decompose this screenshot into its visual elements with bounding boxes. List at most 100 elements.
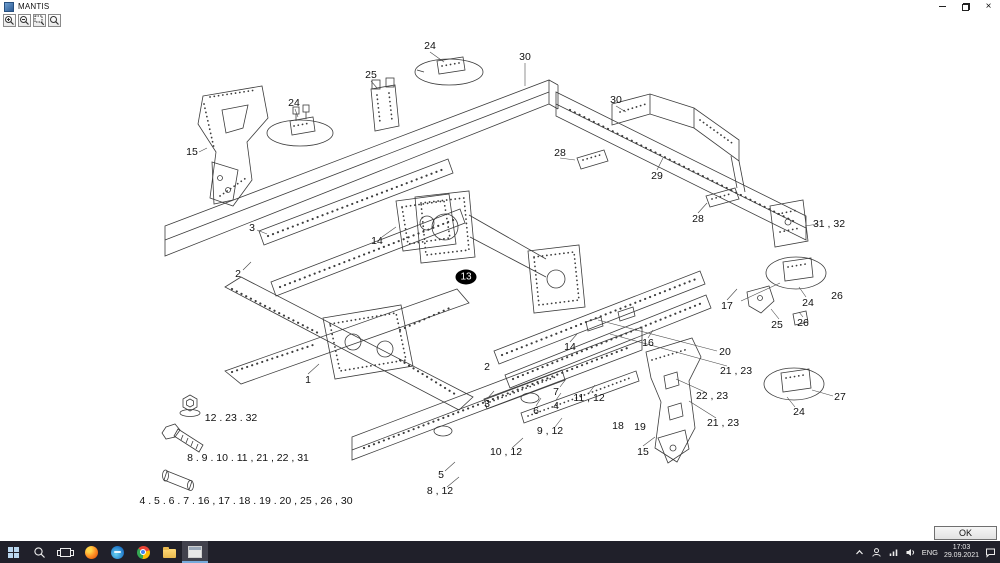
part-callout[interactable]: 8 , 12 bbox=[426, 485, 454, 497]
leader-lines bbox=[198, 51, 834, 488]
part-callout[interactable]: 4 bbox=[553, 400, 559, 412]
part-callout[interactable]: 28 bbox=[554, 147, 566, 159]
zoom-out-icon bbox=[20, 16, 29, 25]
part-callout[interactable]: 5 bbox=[438, 469, 444, 481]
clock-time: 17:03 bbox=[952, 544, 971, 551]
part-side-rail-strips bbox=[483, 270, 712, 424]
taskbar-firefox-button[interactable] bbox=[78, 541, 104, 563]
zoom-out-button[interactable] bbox=[18, 14, 31, 27]
part-callout-selected[interactable]: 13 bbox=[455, 269, 477, 285]
part-callout[interactable]: 2 bbox=[484, 361, 490, 373]
part-callout[interactable]: 7 bbox=[553, 386, 559, 398]
tray-volume-button[interactable] bbox=[905, 547, 916, 558]
part-disc-27 bbox=[763, 367, 825, 401]
people-icon bbox=[871, 547, 881, 557]
fastener-bolt-icon bbox=[161, 423, 204, 453]
part-callout[interactable]: 18 bbox=[612, 420, 624, 432]
part-callout[interactable]: 6 bbox=[533, 405, 539, 417]
task-view-icon bbox=[56, 547, 74, 557]
part-callout[interactable]: 9 , 12 bbox=[536, 425, 564, 437]
network-signal-icon bbox=[889, 549, 897, 556]
part-bracket-25 bbox=[370, 77, 400, 132]
part-callout[interactable]: 26 bbox=[831, 290, 843, 302]
edge-icon bbox=[110, 545, 124, 559]
app-window-icon bbox=[188, 546, 202, 558]
taskbar-explorer-button[interactable] bbox=[156, 541, 182, 563]
zoom-area-button[interactable] bbox=[33, 14, 46, 27]
part-callout[interactable]: 20 bbox=[719, 346, 731, 358]
tray-people-button[interactable] bbox=[871, 547, 882, 558]
search-icon bbox=[33, 546, 45, 558]
part-callout[interactable]: 14 bbox=[371, 235, 383, 247]
part-x-crossmember-1 bbox=[224, 276, 474, 411]
part-callout[interactable]: 16 bbox=[642, 337, 654, 349]
part-callout[interactable]: 21 , 23 bbox=[719, 365, 753, 377]
window-controls: × bbox=[931, 0, 1000, 13]
part-end-plate-31-32 bbox=[769, 199, 809, 248]
taskbar-clock[interactable]: 17:03 29.09.2021 bbox=[944, 544, 979, 560]
part-callout[interactable]: 24 bbox=[288, 97, 300, 109]
part-callout[interactable]: 15 bbox=[186, 146, 198, 158]
part-callout[interactable]: 29 bbox=[651, 170, 663, 182]
part-callout[interactable]: 24 bbox=[802, 297, 814, 309]
part-callout[interactable]: 8 . 9 . 10 . 11 , 21 , 22 , 31 bbox=[187, 452, 309, 464]
part-disc-left bbox=[266, 104, 334, 147]
part-callout[interactable]: 11 , 12 bbox=[573, 392, 605, 404]
part-callout[interactable]: 1 bbox=[305, 374, 311, 386]
part-rear-crossmember-29 bbox=[576, 93, 746, 208]
restore-button[interactable] bbox=[954, 0, 977, 13]
part-callout[interactable]: 17 bbox=[721, 300, 733, 312]
part-callout[interactable]: 14 bbox=[564, 341, 576, 353]
part-callout[interactable]: 2 bbox=[235, 268, 241, 280]
restore-icon bbox=[961, 2, 970, 11]
part-callout[interactable]: 25 bbox=[771, 319, 783, 331]
part-callout[interactable]: 12 . 23 . 32 bbox=[204, 412, 258, 424]
part-crossmember-tube-13 bbox=[414, 190, 586, 314]
taskbar-edge-button[interactable] bbox=[104, 541, 130, 563]
part-callout[interactable]: 4 . 5 . 6 . 7 . 16 , 17 . 18 . 19 . 20 ,… bbox=[139, 495, 353, 507]
zoom-reset-button[interactable] bbox=[48, 14, 61, 27]
part-callout[interactable]: 30 bbox=[519, 51, 531, 63]
part-callout[interactable]: 22 , 23 bbox=[695, 390, 729, 402]
part-callout[interactable]: 28 bbox=[692, 213, 704, 225]
ok-button[interactable]: OK bbox=[934, 526, 997, 540]
system-tray: ENG 17:03 29.09.2021 bbox=[854, 541, 1000, 563]
task-view-button[interactable] bbox=[52, 541, 78, 563]
part-callout[interactable]: 25 bbox=[365, 69, 377, 81]
part-callout[interactable]: 15 bbox=[637, 446, 649, 458]
action-center-button[interactable] bbox=[985, 547, 996, 558]
chevron-up-icon bbox=[855, 549, 863, 554]
part-callout[interactable]: 24 bbox=[793, 406, 805, 418]
minimize-icon bbox=[939, 6, 946, 7]
part-callout[interactable]: 21 , 23 bbox=[706, 417, 740, 429]
start-button[interactable] bbox=[0, 541, 26, 563]
part-bottom-frame-rail bbox=[351, 326, 643, 461]
close-button[interactable]: × bbox=[977, 0, 1000, 13]
taskbar-mantis-button[interactable] bbox=[182, 541, 208, 563]
windows-logo-icon bbox=[7, 546, 19, 558]
part-callout[interactable]: 26 bbox=[797, 317, 809, 329]
part-callout[interactable]: 19 bbox=[634, 421, 646, 433]
language-indicator[interactable]: ENG bbox=[921, 547, 938, 557]
part-callout[interactable]: 31 , 32 bbox=[812, 218, 846, 230]
part-callout[interactable]: 24 bbox=[424, 40, 436, 52]
part-callout[interactable]: 3 bbox=[249, 222, 255, 234]
part-callout[interactable]: 27 bbox=[834, 391, 846, 403]
part-callout[interactable]: 10 , 12 bbox=[489, 446, 523, 458]
part-reinforcement-strips bbox=[258, 158, 466, 297]
minimize-button[interactable] bbox=[931, 0, 954, 13]
firefox-icon bbox=[84, 545, 98, 559]
app-logo-icon bbox=[4, 1, 14, 12]
part-callout[interactable]: 3 bbox=[484, 398, 490, 410]
part-callout[interactable]: 30 bbox=[610, 94, 622, 106]
taskbar-search-button[interactable] bbox=[26, 541, 52, 563]
toolbar bbox=[0, 13, 1000, 28]
tray-expand-button[interactable] bbox=[854, 547, 865, 558]
taskbar-chrome-button[interactable] bbox=[130, 541, 156, 563]
tray-network-button[interactable] bbox=[888, 547, 899, 558]
part-plate-14 bbox=[395, 193, 457, 252]
zoom-reset-icon bbox=[50, 16, 59, 25]
zoom-in-button[interactable] bbox=[3, 14, 16, 27]
